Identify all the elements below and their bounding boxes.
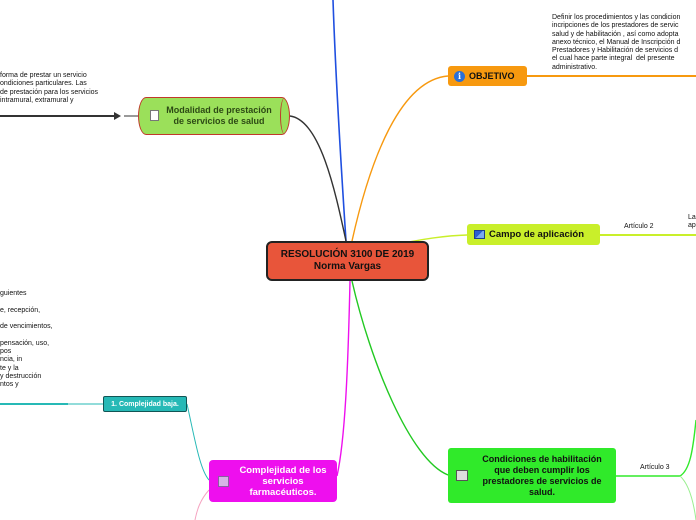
central-topic[interactable]: RESOLUCIÓN 3100 DE 2019 Norma Vargas bbox=[266, 241, 429, 281]
arrow-head bbox=[114, 112, 121, 120]
complejidad-line1: Complejidad de los bbox=[239, 464, 327, 476]
campo-cut-text: La ap bbox=[688, 214, 696, 230]
baja-label: 1. Complejidad baja. bbox=[111, 400, 179, 408]
central-title: RESOLUCIÓN 3100 DE 2019 bbox=[280, 249, 415, 260]
condiciones-articulo[interactable]: Artículo 3 bbox=[640, 464, 670, 471]
cube-icon bbox=[218, 476, 229, 487]
objetivo-text: Definir los procedimientos y las condici… bbox=[552, 14, 681, 71]
notebook-icon bbox=[456, 470, 468, 481]
cylinder-cap bbox=[280, 97, 290, 135]
info-icon: i bbox=[454, 70, 465, 82]
link-condiciones bbox=[351, 280, 449, 476]
link-complejidad bbox=[336, 280, 351, 477]
link-top-blue bbox=[332, 0, 347, 242]
modalidad-node[interactable]: Modalidad de prestación de servicios de … bbox=[138, 97, 290, 135]
complejidad-line2: servicios bbox=[262, 475, 304, 487]
campo-node[interactable]: Campo de aplicación bbox=[467, 224, 600, 245]
campo-label: Campo de aplicación bbox=[489, 229, 585, 240]
complejidad-line3: farmacéuticos. bbox=[249, 486, 317, 498]
condiciones-line1: Condiciones de habilitación bbox=[482, 453, 602, 464]
modalidad-line2: de servicios de salud bbox=[173, 116, 265, 126]
modalidad-line1: Modalidad de prestación bbox=[166, 105, 272, 115]
objetivo-label: OBJETIVO bbox=[469, 71, 515, 81]
link-complejidad-down bbox=[194, 489, 210, 520]
condiciones-node[interactable]: Condiciones de habilitación que deben cu… bbox=[448, 448, 616, 503]
flag-icon bbox=[474, 230, 485, 239]
document-icon bbox=[150, 110, 159, 121]
condiciones-line4: salud. bbox=[528, 486, 555, 497]
link-objetivo bbox=[351, 75, 449, 242]
central-author: Norma Vargas bbox=[313, 261, 382, 272]
modalidad-note: forma de prestar un servicio ondiciones … bbox=[0, 72, 99, 104]
link-modalidad bbox=[289, 115, 347, 242]
objetivo-node[interactable]: i OBJETIVO bbox=[448, 66, 527, 86]
link-baja bbox=[186, 403, 210, 481]
link-condiciones-down bbox=[679, 475, 696, 520]
condiciones-line2: que deben cumplir los bbox=[494, 464, 590, 475]
complejidad-baja-node[interactable]: 1. Complejidad baja. bbox=[103, 396, 187, 412]
complejidad-node[interactable]: Complejidad de los servicios farmacéutic… bbox=[209, 460, 337, 502]
baja-text: guientes e, recepción, de vencimientos, … bbox=[0, 290, 53, 389]
campo-articulo[interactable]: Artículo 2 bbox=[624, 223, 654, 230]
condiciones-line3: prestadores de servicios de bbox=[482, 475, 602, 486]
